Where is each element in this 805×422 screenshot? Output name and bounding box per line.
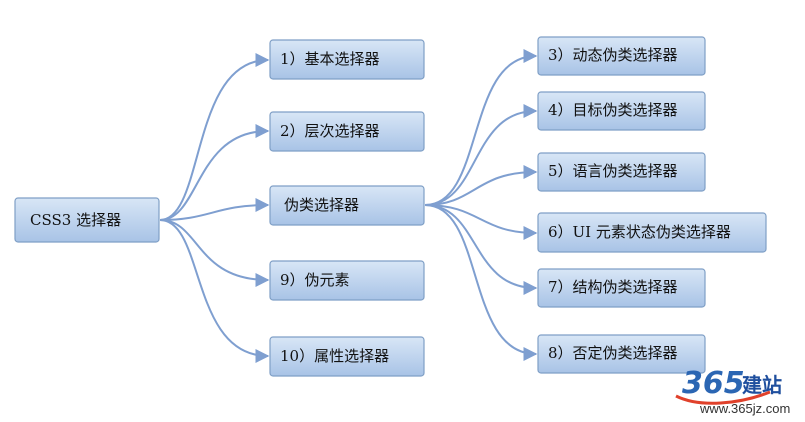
- node-basic-selector-label: 1）基本选择器: [280, 50, 380, 68]
- node-structural-pseudo-class: 7）结构伪类选择器: [537, 268, 706, 308]
- node-pseudo-element-label: 9）伪元素: [280, 271, 350, 289]
- node-attribute-selector: 10）属性选择器: [269, 336, 425, 377]
- edge-to-structural: [424, 204, 538, 295]
- watermark-name: 建站: [742, 373, 782, 397]
- edge-root-to-attribute: [159, 219, 270, 363]
- edge-to-negation: [424, 204, 538, 361]
- node-basic-selector: 1）基本选择器: [269, 39, 425, 80]
- edge-root-to-basic: [159, 53, 270, 221]
- edge-root-to-pseudo-class: [159, 198, 270, 221]
- node-pseudo-class-selector-label: 伪类选择器: [284, 196, 359, 214]
- edge-to-ui-state: [424, 204, 538, 240]
- edge-to-language: [424, 165, 538, 206]
- node-pseudo-element: 9）伪元素: [269, 260, 425, 301]
- node-language-pseudo-class-label: 5）语言伪类选择器: [548, 162, 678, 180]
- node-dynamic-pseudo-class-label: 3）动态伪类选择器: [548, 46, 678, 64]
- watermark-swoosh: [675, 390, 771, 405]
- node-hierarchy-selector-label: 2）层次选择器: [280, 122, 380, 140]
- node-hierarchy-selector: 2）层次选择器: [269, 111, 425, 152]
- node-negation-pseudo-class: 8）否定伪类选择器: [537, 334, 706, 374]
- pseudo-class-edges: [424, 49, 538, 361]
- root-edges: [159, 53, 270, 363]
- watermark-url: www.365jz.com: [699, 401, 790, 416]
- node-target-pseudo-class: 4）目标伪类选择器: [537, 91, 706, 131]
- node-negation-pseudo-class-label: 8）否定伪类选择器: [548, 344, 678, 362]
- node-ui-state-pseudo-class-label: 6）UI 元素状态伪类选择器: [548, 223, 731, 241]
- root-node: CSS3 选择器: [14, 197, 160, 243]
- edge-root-to-hierarchy: [159, 124, 270, 221]
- node-ui-state-pseudo-class: 6）UI 元素状态伪类选择器: [537, 212, 767, 253]
- node-language-pseudo-class: 5）语言伪类选择器: [537, 152, 706, 192]
- edge-to-dynamic: [424, 49, 538, 206]
- watermark-logo: 365 建站 www.365jz.com: [675, 366, 790, 416]
- watermark-digits: 365: [682, 366, 745, 401]
- node-attribute-selector-label: 10）属性选择器: [280, 347, 389, 365]
- edge-root-to-pseudo-element: [159, 219, 270, 287]
- node-pseudo-class-selector: 伪类选择器: [269, 185, 425, 226]
- node-dynamic-pseudo-class: 3）动态伪类选择器: [537, 36, 706, 76]
- root-node-label: CSS3 选择器: [30, 211, 121, 229]
- edge-to-target: [424, 104, 538, 206]
- node-target-pseudo-class-label: 4）目标伪类选择器: [548, 101, 678, 119]
- node-structural-pseudo-class-label: 7）结构伪类选择器: [548, 278, 678, 296]
